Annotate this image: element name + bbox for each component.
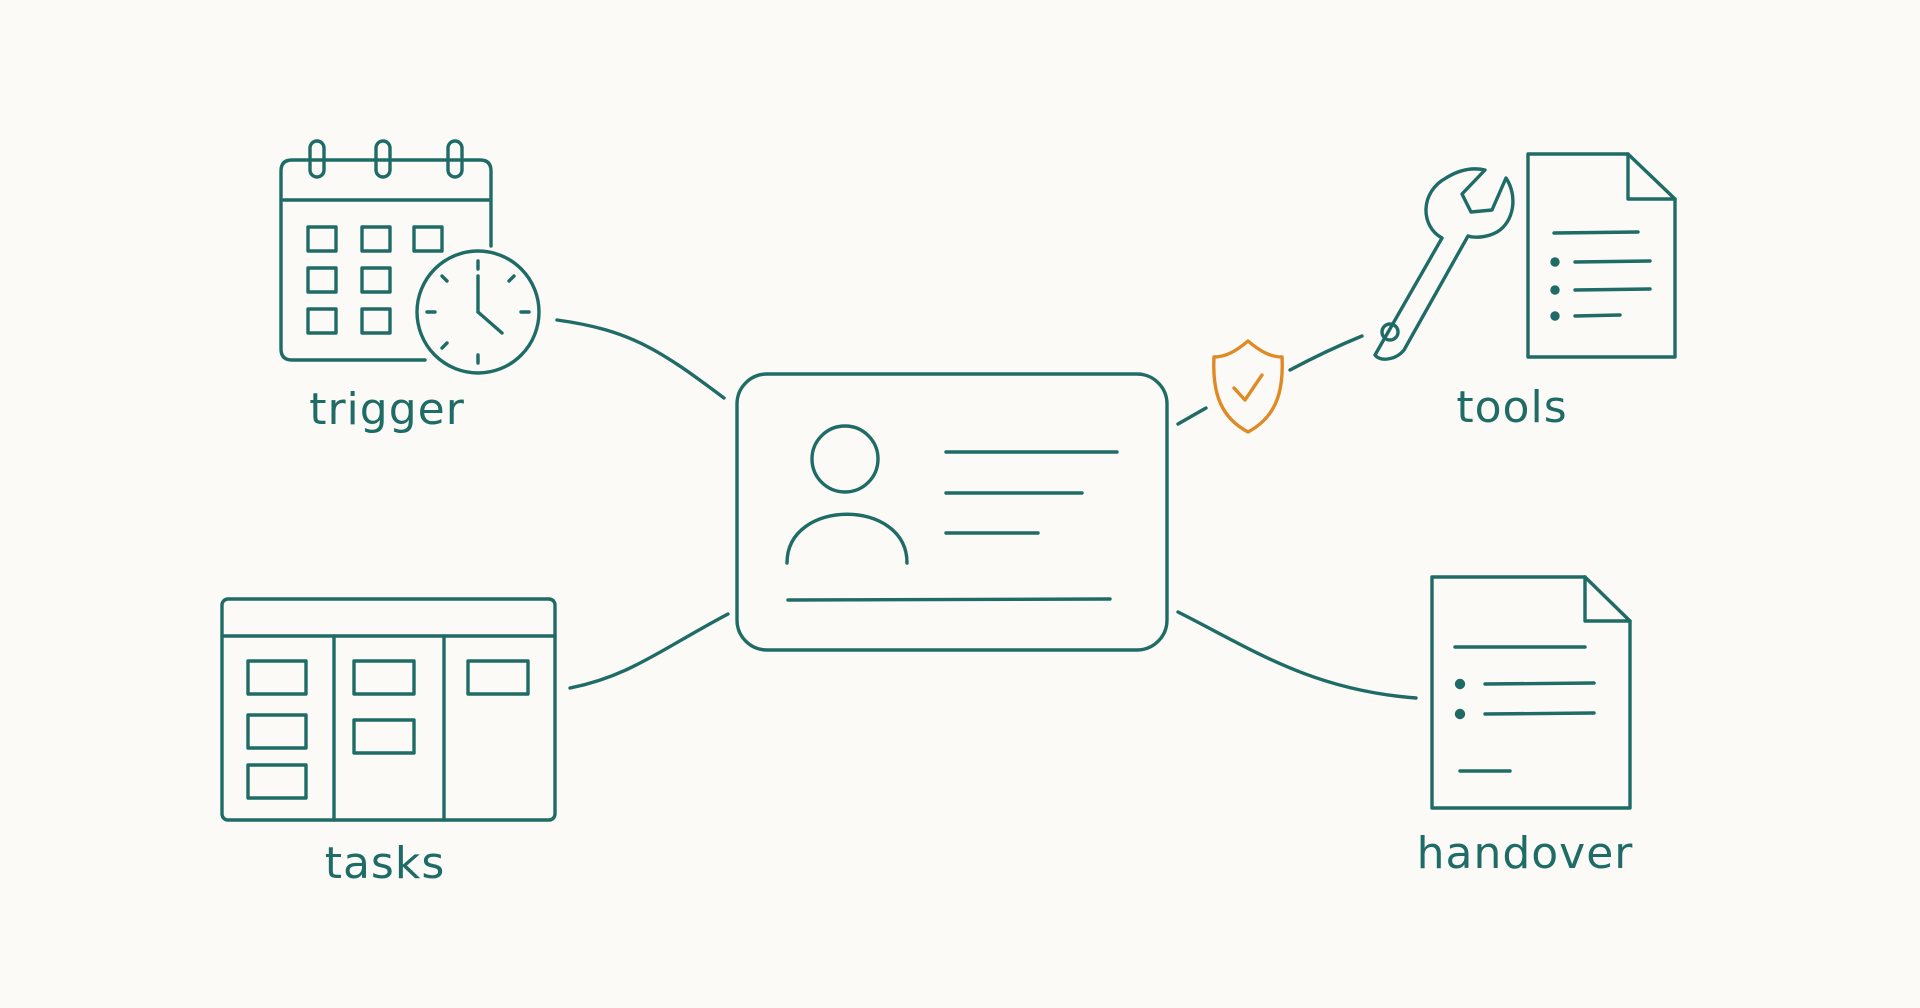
connector-trigger xyxy=(555,318,726,400)
connector-handover xyxy=(1176,610,1418,700)
connectors xyxy=(555,318,1418,700)
calendar-clock-icon xyxy=(279,139,541,375)
connector-tools-a xyxy=(1176,406,1208,426)
connector-tasks xyxy=(568,612,730,690)
kanban-board-icon xyxy=(220,597,557,822)
tasks-label: tasks xyxy=(325,838,446,889)
wrench-document-icon xyxy=(1373,152,1677,361)
tools-label: tools xyxy=(1456,382,1567,433)
agent-profile-card-icon xyxy=(735,372,1169,652)
shield-check-icon xyxy=(1212,339,1284,434)
handover-label: handover xyxy=(1417,828,1634,879)
connector-tools-b xyxy=(1288,334,1364,372)
document-icon xyxy=(1430,575,1632,810)
trigger-label: trigger xyxy=(309,384,465,435)
